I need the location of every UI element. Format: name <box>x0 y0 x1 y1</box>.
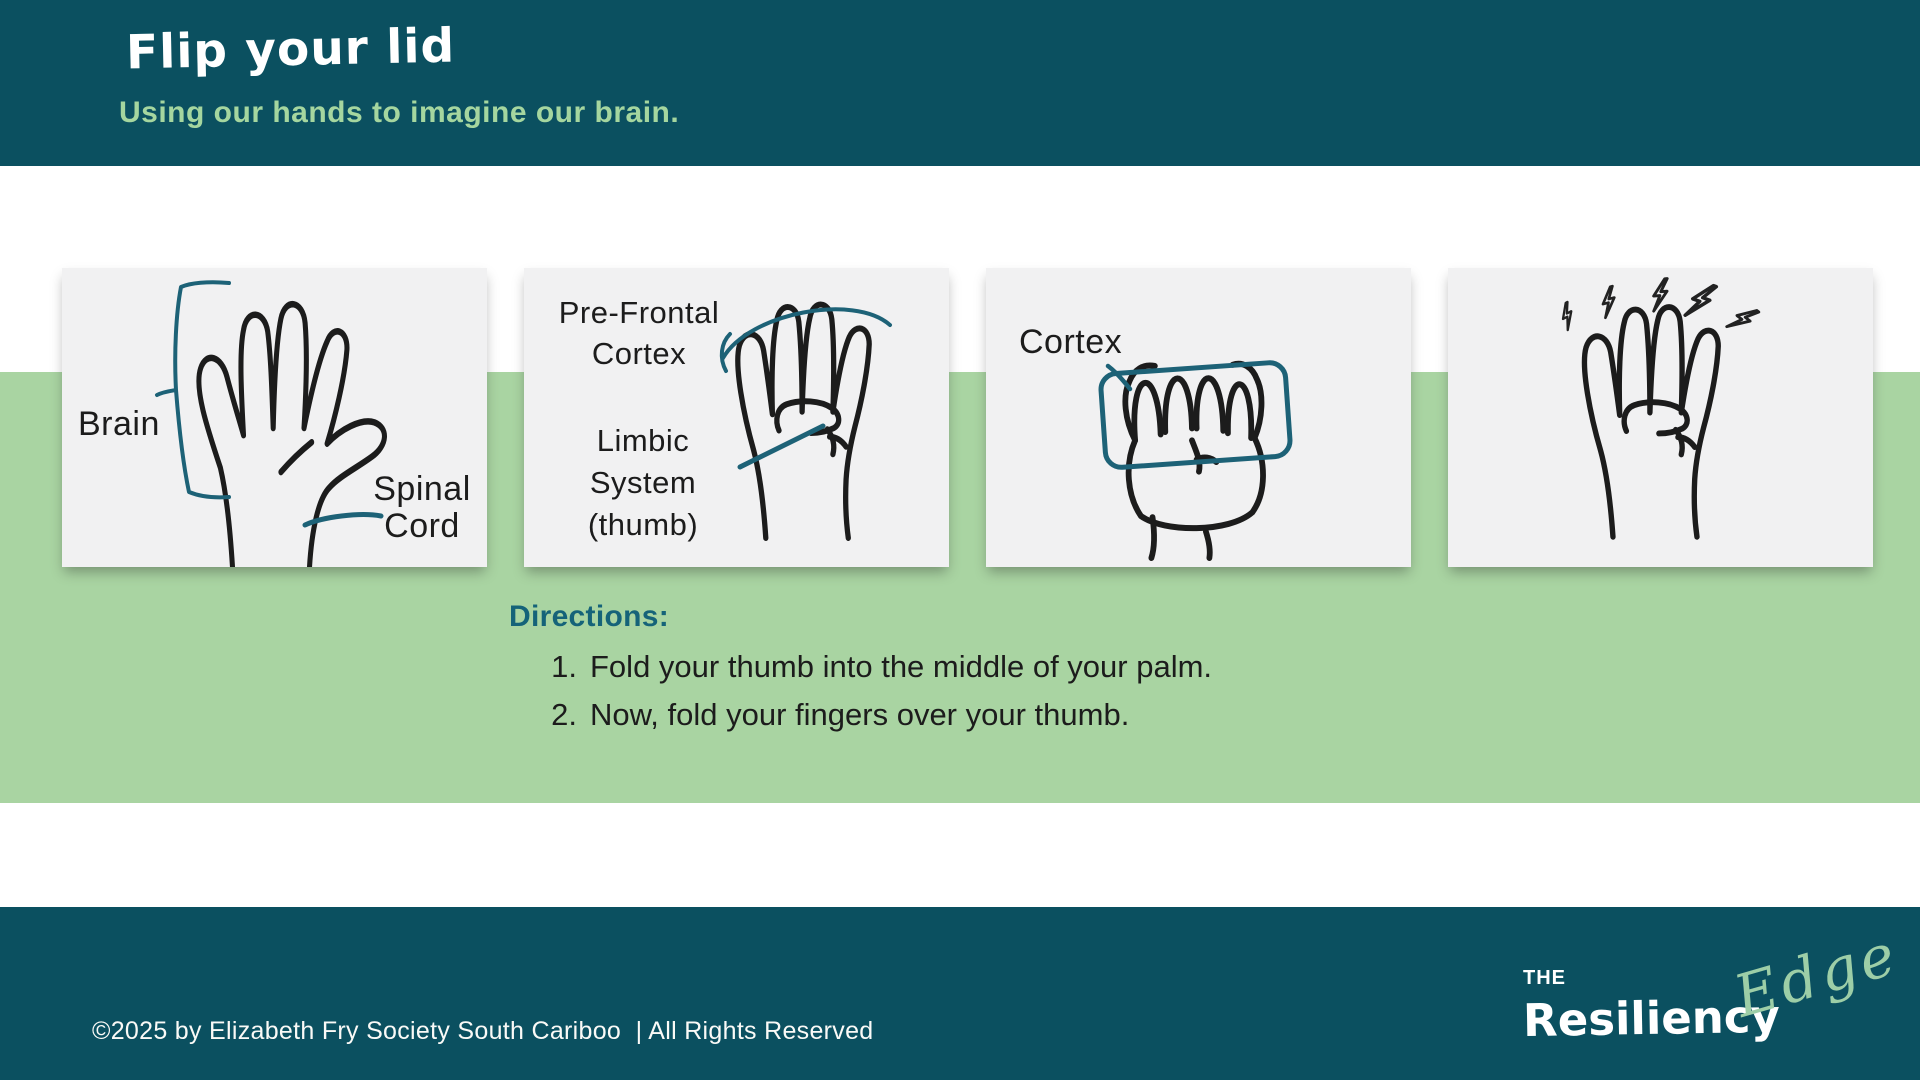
directions-heading: Directions: <box>509 600 669 633</box>
spinal-cord-label: Spinal Cord <box>373 470 471 545</box>
open-hand-outline <box>196 301 387 567</box>
directions-steps: 1. Fold your thumb into the middle of yo… <box>545 649 1212 733</box>
thumb-folded-hand-outline <box>735 301 872 541</box>
step-text: Fold your thumb into the middle of your … <box>590 649 1213 684</box>
limbic-system-label: Limbic System (thumb) <box>587 423 699 542</box>
copyright-text: ©2025 by Elizabeth Fry Society South Car… <box>92 1017 874 1045</box>
hand-cards-row: Brain Spinal Cord Pre-Frontal Cortex Li <box>62 268 1874 567</box>
brain-bracket-annotation <box>155 280 384 528</box>
directions-section: Directions: 1. Fold your thumb into the … <box>509 600 1212 733</box>
page-title: Flip your lid <box>125 18 456 81</box>
limbic-pointer-line <box>737 423 826 470</box>
direction-step-2: 2. Now, fold your fingers over your thum… <box>545 697 1212 733</box>
stressed-hand-outline <box>1581 304 1721 540</box>
card-cortex-fist: Cortex <box>986 268 1411 567</box>
thumb-folded-hand-drawing <box>719 301 892 541</box>
step-number: 2. <box>551 697 577 732</box>
spinal-cord-pointer-line <box>302 512 384 528</box>
card-flipped-lid <box>1448 268 1873 567</box>
fist-outline <box>1122 360 1266 562</box>
flipped-lid-hand-drawing <box>1554 277 1761 540</box>
open-hand-drawing <box>155 280 387 567</box>
card-brain-open-hand: Brain Spinal Cord <box>62 268 487 567</box>
step-number: 1. <box>551 649 577 684</box>
prefrontal-arc-annotation <box>719 307 892 470</box>
header-band: Flip your lid Using our hands to imagine… <box>0 0 1920 166</box>
fist-drawing <box>1098 360 1293 562</box>
footer-band: ©2025 by Elizabeth Fry Society South Car… <box>0 907 1920 1080</box>
cortex-band-annotation <box>1098 360 1293 470</box>
prefrontal-cortex-label: Pre-Frontal Cortex <box>558 295 720 371</box>
resiliency-edge-logo: THE Resiliency Edge <box>1523 919 1906 1077</box>
logo-the-text: THE <box>1523 967 1566 989</box>
page-subtitle: Using our hands to imagine our brain. <box>119 96 680 129</box>
direction-step-1: 1. Fold your thumb into the middle of yo… <box>545 649 1212 685</box>
card-prefrontal-limbic: Pre-Frontal Cortex Limbic System (thumb) <box>524 268 949 567</box>
brain-label: Brain <box>78 405 160 443</box>
cortex-label: Cortex <box>1019 323 1123 361</box>
step-text: Now, fold your fingers over your thumb. <box>590 697 1130 732</box>
